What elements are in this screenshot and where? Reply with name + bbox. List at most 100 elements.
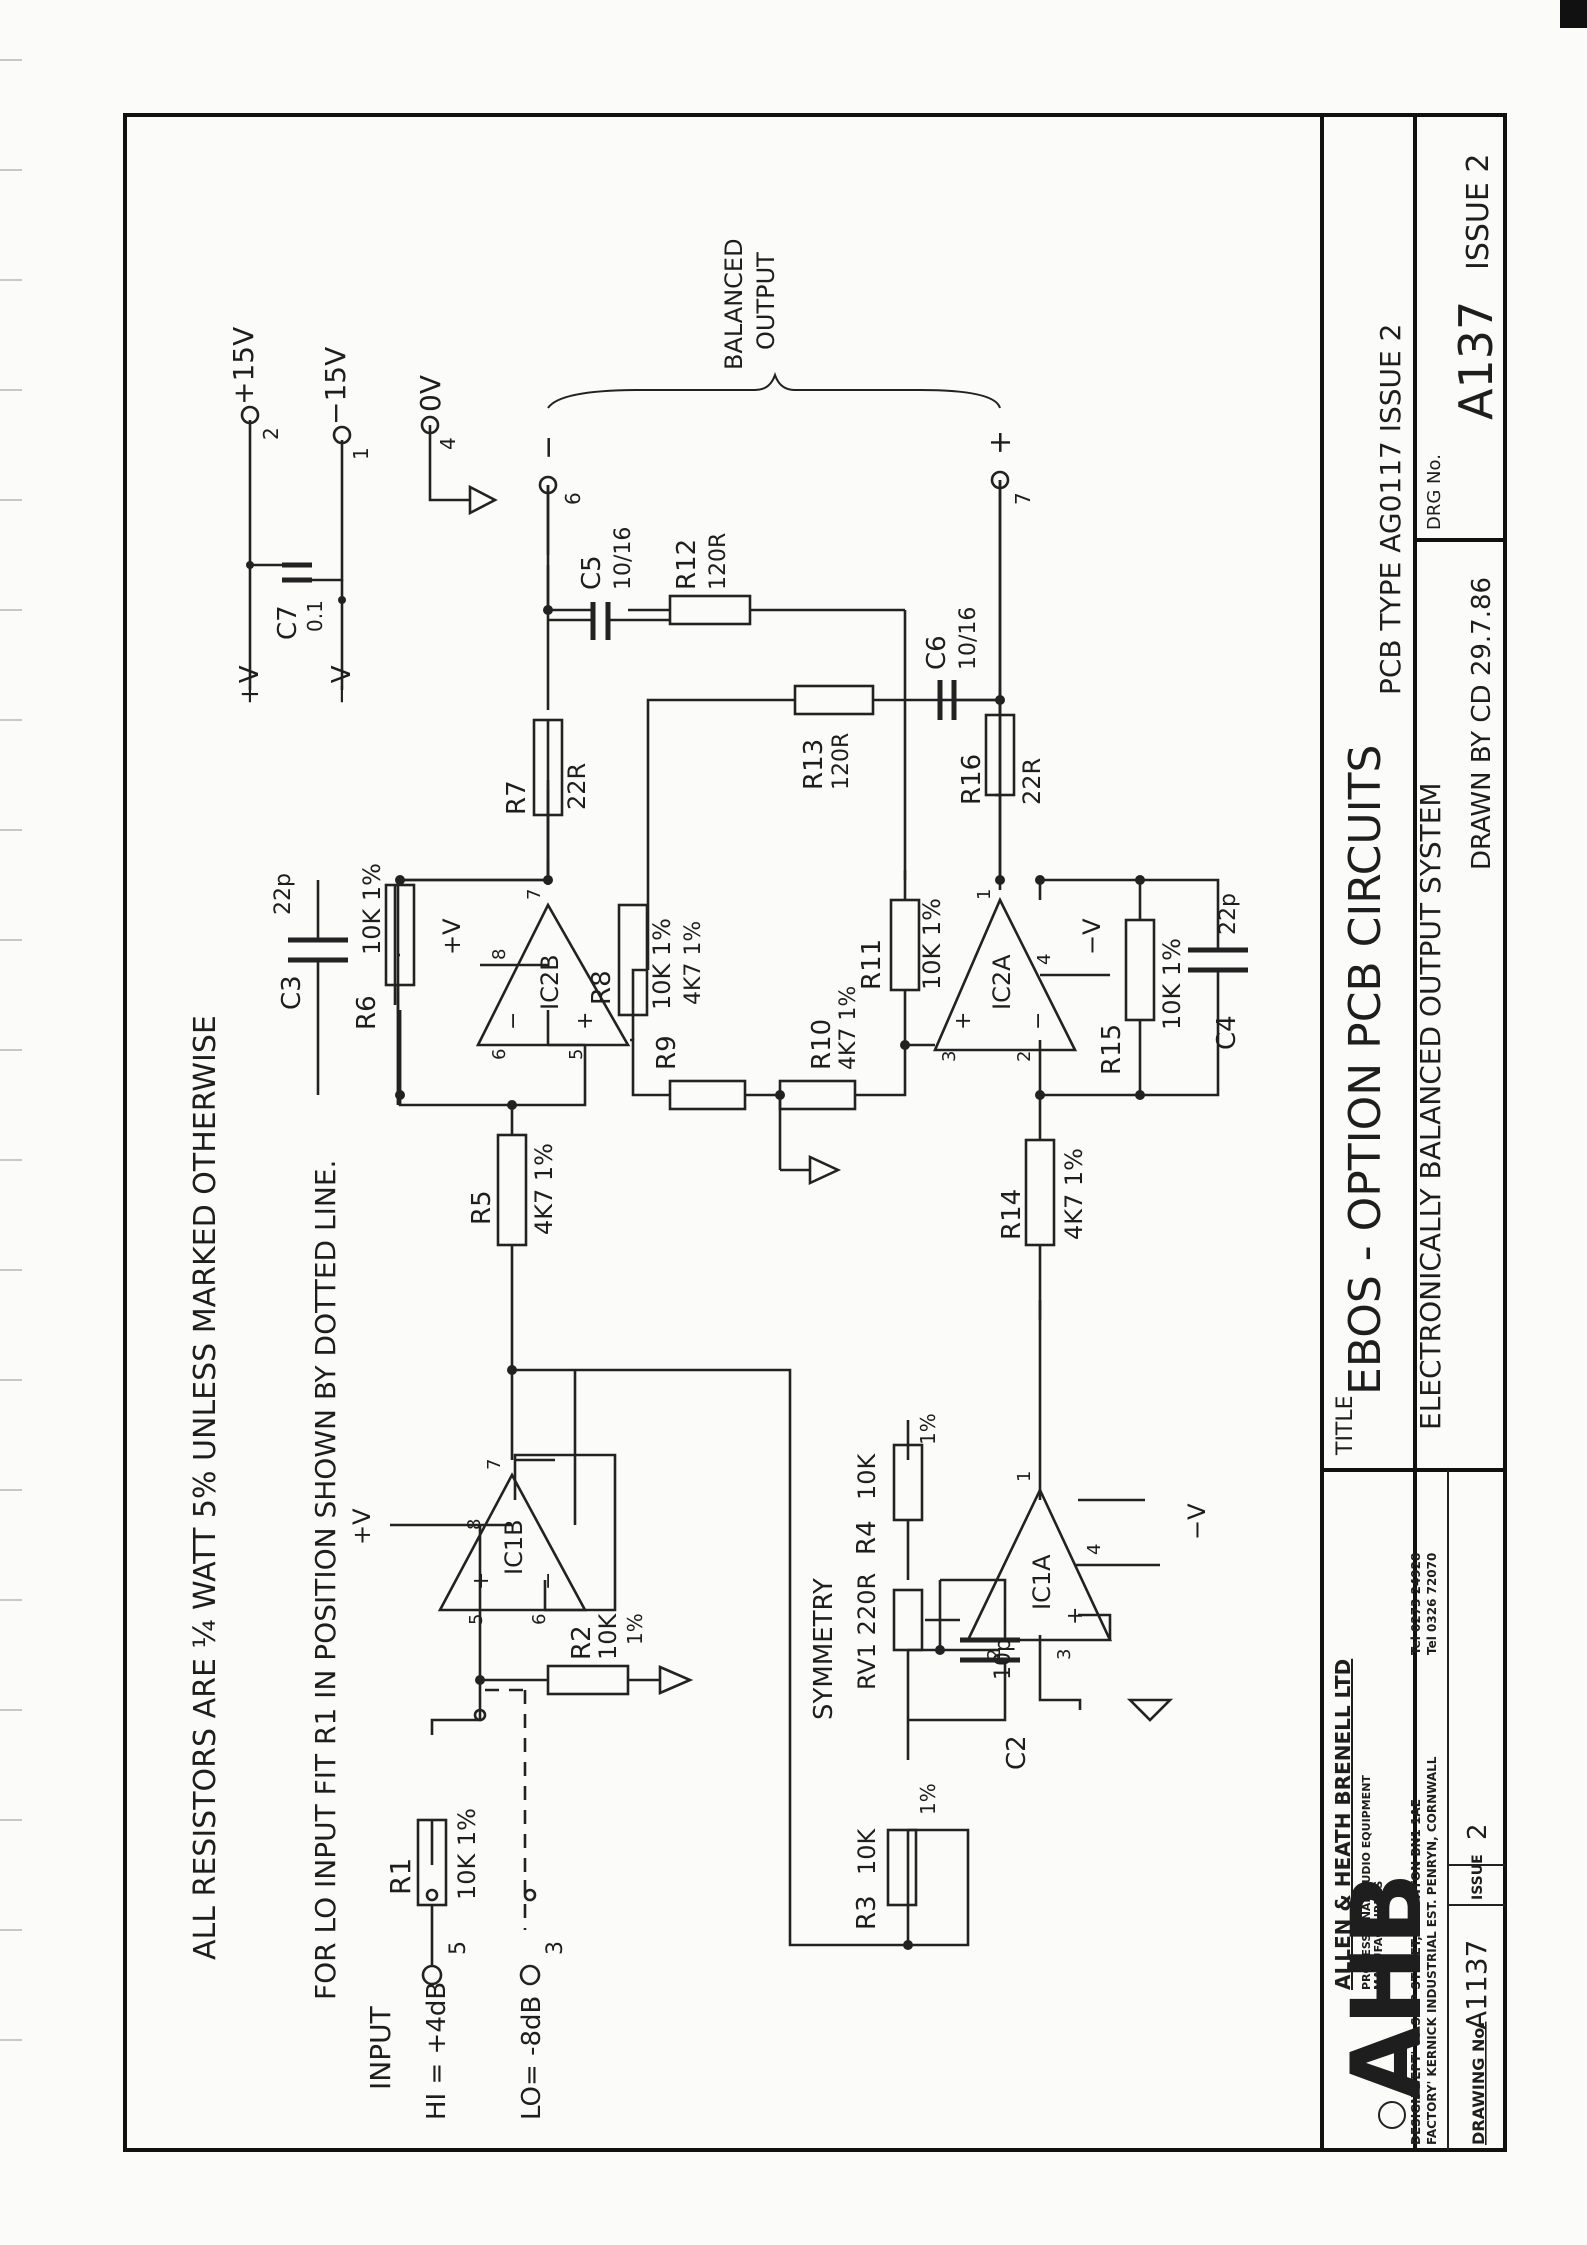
terminal-neg15 <box>332 425 352 445</box>
company-logo: AHB <box>1331 1872 1443 2100</box>
balanced-label-2: OUTPUT <box>752 252 780 350</box>
labels: INPUT HI = +4dB 5 LO= -8dB 3 +15V −15V 0… <box>227 238 1242 2120</box>
junction-dots <box>246 561 1145 1950</box>
r10-label: R10 <box>807 1019 837 1070</box>
resistor-R16 <box>984 713 1016 797</box>
subtitle-text: ELECTRONICALLY BALANCED OUTPUT SYSTEM <box>1414 782 1447 1430</box>
ic2a-name: IC2A <box>988 954 1016 1010</box>
binder-marks <box>0 59 22 2041</box>
r12-value: 120R <box>706 533 731 590</box>
c4-value: 22p <box>1216 893 1241 935</box>
resistors <box>384 594 1156 1907</box>
c3-label: C3 <box>277 975 307 1010</box>
ic2a-pin-2: 2 <box>1014 1051 1035 1062</box>
c2-value: 10p <box>991 1638 1016 1680</box>
r1-value: 10K 1% <box>453 1808 481 1900</box>
balanced-output-brace <box>547 371 1001 409</box>
opamp-supply-leads <box>390 963 1160 1710</box>
r3-value: 10K <box>853 1827 881 1875</box>
r16-label: R16 <box>957 754 987 805</box>
resistor-R15 <box>1124 918 1156 1022</box>
ic2b-pin-7: 7 <box>524 889 545 900</box>
r14-label: R14 <box>997 1189 1027 1240</box>
drawing-border <box>123 113 1507 2152</box>
r15-label: R15 <box>1097 1024 1127 1075</box>
resistor-R11 <box>889 898 921 992</box>
r8-label: R8 <box>587 970 617 1005</box>
ic2a-pin-3: 3 <box>939 1051 960 1062</box>
input-title: INPUT <box>364 2005 397 2090</box>
output-pin-minus: 6 <box>561 492 585 505</box>
opamp-IC2B <box>475 902 631 1047</box>
ic1b-plus: + <box>469 1572 494 1590</box>
r2-tol: 1% <box>623 1613 647 1645</box>
title-text: EBOS - OPTION PCB CIRCUITS <box>1340 745 1391 1395</box>
ic1b-rail: +V <box>348 1508 376 1545</box>
ic1a-name: IC1A <box>1028 1554 1056 1610</box>
resistor-R8 <box>617 903 649 1017</box>
c5-label: C5 <box>577 555 607 590</box>
corner-mark <box>1560 0 1587 28</box>
c4-label: C4 <box>1212 1015 1242 1050</box>
ic2b-pin-5: 5 <box>566 1049 587 1060</box>
tel-1: Tel 0273 24928 <box>1409 1553 1423 1655</box>
resistor-R2 <box>546 1664 630 1696</box>
rail-pos-label: +V <box>235 665 265 705</box>
address-1: DESIGN DEPT' 69 SHIP STREET, BRIGHTON BN… <box>1409 1799 1423 2145</box>
r4-label: R4 <box>852 1520 882 1555</box>
resistor-R6 <box>384 883 416 987</box>
ic1a-pin-3: 3 <box>1054 1649 1075 1660</box>
r16-value: 22R <box>1018 758 1046 805</box>
ic1a-plus: + <box>1063 1607 1088 1625</box>
resistor-R5 <box>496 1133 528 1247</box>
r9-value: 4K7 1% <box>681 921 706 1005</box>
supply-neg-pin: 1 <box>349 447 373 460</box>
r11-label: R11 <box>857 939 887 990</box>
r7-value: 22R <box>563 763 591 810</box>
c5-value: 10/16 <box>611 527 636 590</box>
supply-zero-pin: 4 <box>436 437 460 450</box>
input-hi-pin: 5 <box>446 1941 471 1955</box>
ic1a-pin-4: 4 <box>1084 1544 1105 1555</box>
ic2b-plus: + <box>573 1012 598 1030</box>
resistor-R12 <box>668 594 752 626</box>
title-label: TITLE <box>1333 1395 1358 1456</box>
drg-no-value: A137 <box>1449 301 1503 420</box>
ic2b-minus: − <box>501 1012 526 1030</box>
output-plus: + <box>983 430 1018 455</box>
resistor-R13 <box>793 684 875 716</box>
logo-ring <box>1378 2101 1406 2129</box>
c6-label: C6 <box>922 635 952 670</box>
resistor-R14 <box>1024 1138 1056 1247</box>
output-pin-plus: 7 <box>1011 492 1035 505</box>
ic1a-pin-2: 2 <box>984 1649 1005 1660</box>
ic2b-pin-8: 8 <box>489 949 510 960</box>
r4-tol: 1% <box>916 1413 940 1445</box>
r7-label: R7 <box>502 780 532 815</box>
ic2b-rail: +V <box>438 918 466 955</box>
r9-label: R9 <box>652 1035 682 1070</box>
resistor-R1 <box>416 1818 448 1907</box>
supply-zero-label: 0V <box>414 375 447 412</box>
output-wires <box>546 480 1002 880</box>
r13-label: R13 <box>799 739 829 790</box>
ic1b-minus: − <box>536 1572 561 1590</box>
r4-value: 10K <box>853 1452 881 1500</box>
r8-value: 10K 1% <box>648 918 676 1010</box>
drawn-by: DRAWN BY CD 29.7.86 <box>1467 577 1497 870</box>
ic1a-rail: −V <box>1183 1503 1211 1540</box>
r10-value: 4K7 1% <box>836 986 861 1070</box>
title-block: TITLE EBOS - OPTION PCB CIRCUITS PCB TYP… <box>1331 154 1503 2145</box>
ic2b-pin-6: 6 <box>489 1049 510 1060</box>
rv1-symmetry: SYMMETRY <box>809 1578 839 1720</box>
c7-label: C7 <box>273 605 303 640</box>
supply-neg-label: −15V <box>319 347 352 425</box>
terminal-out-minus <box>538 475 558 495</box>
r5-label: R5 <box>467 1190 497 1225</box>
opamp-IC2A <box>933 896 1078 1052</box>
r3-tol: 1% <box>916 1783 940 1815</box>
capacitor-leads <box>248 420 1220 1722</box>
r15-value: 10K 1% <box>1158 938 1186 1030</box>
terminal-pos15 <box>240 405 260 425</box>
